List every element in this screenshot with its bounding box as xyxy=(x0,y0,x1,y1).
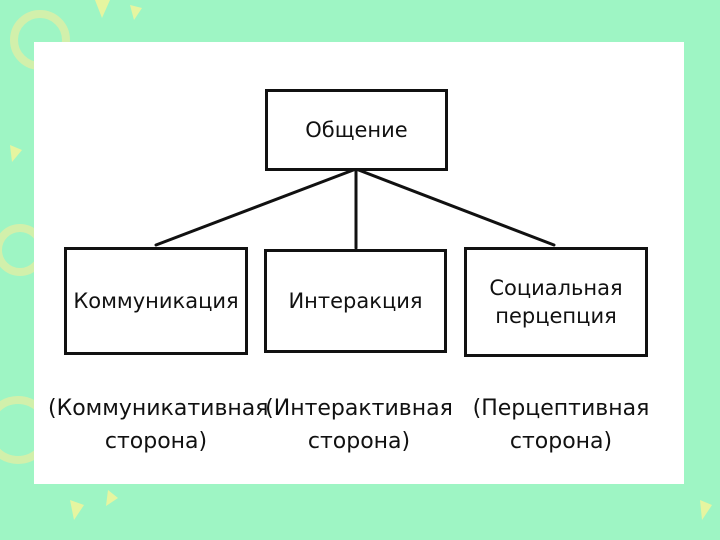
root-node: Общение xyxy=(265,89,448,171)
decor-spark xyxy=(130,5,142,20)
child-node-perception: Социальная перцепция xyxy=(464,247,648,357)
child-node-label: Коммуникация xyxy=(73,287,238,315)
child-node-interaction: Интеракция xyxy=(264,249,447,353)
decor-spark xyxy=(95,0,110,18)
caption-line: сторона) xyxy=(48,425,264,458)
connector-line-left xyxy=(156,169,356,245)
caption-perception: (Перцептивная сторона) xyxy=(466,392,656,458)
caption-line: (Перцептивная xyxy=(466,392,656,425)
child-node-label: Социальная xyxy=(489,274,622,302)
root-node-label: Общение xyxy=(305,116,407,144)
child-node-label: Интеракция xyxy=(288,287,422,315)
decor-spark xyxy=(106,490,118,506)
caption-line: (Интерактивная xyxy=(264,392,454,425)
child-node-label: перцепция xyxy=(489,302,622,330)
diagram-panel: Общение Коммуникация Интеракция Социальн… xyxy=(34,42,684,484)
caption-line: сторона) xyxy=(466,425,656,458)
child-node-communication: Коммуникация xyxy=(64,247,248,355)
decor-spark xyxy=(70,500,84,520)
caption-line: (Коммуникативная xyxy=(48,392,264,425)
caption-line: сторона) xyxy=(264,425,454,458)
connector-line-right xyxy=(356,169,554,245)
decor-spark xyxy=(10,145,22,162)
caption-interaction: (Интерактивная сторона) xyxy=(264,392,454,458)
decor-spark xyxy=(700,500,712,520)
caption-communication: (Коммуникативная сторона) xyxy=(48,392,264,458)
